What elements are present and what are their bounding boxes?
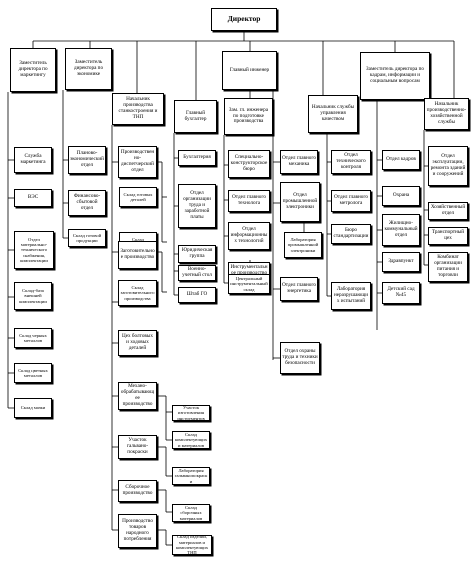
head-production-box[interactable]: Начальник производства станкостроения и … [112, 93, 164, 125]
energy-box[interactable]: Отдел промышленной электроники [280, 182, 320, 222]
sklad-zagot-box[interactable]: Склад заготовительного производства [118, 280, 157, 306]
sklad-bk-box[interactable]: Склад-база внешней комплектации [14, 282, 52, 310]
vus-box[interactable]: Военно-учетный стол [178, 265, 216, 281]
chief-engineer-box[interactable]: Главный инженер [222, 51, 277, 90]
otkk-box[interactable]: Отдел материально-технического снабжения… [14, 231, 54, 269]
kinder-box[interactable]: Детский сад №45 [382, 282, 420, 304]
deputy-hr-box[interactable]: Заместитель директора по кадрам, информа… [360, 52, 430, 100]
sklad-color-box[interactable]: Склад цветных металлов [14, 363, 52, 383]
otk-box[interactable]: Отдел технического контроля [331, 150, 371, 174]
shtab-box[interactable]: Штаб ГО [178, 287, 216, 303]
head-quality-box[interactable]: Начальник службы управления качеством [308, 95, 358, 133]
ogt-box[interactable]: Отдел главного технолога [228, 190, 270, 212]
metrolog-box[interactable]: Отдел главного метролога [331, 190, 371, 212]
sklad-parts-box[interactable]: Склад готовых деталей [119, 187, 157, 207]
head-aho-box[interactable]: Начальник производственно-хозяйственной … [424, 98, 469, 130]
food-box[interactable]: Комбинат организации питания и торговли [428, 252, 468, 282]
transport-box[interactable]: Транспортный цех [428, 227, 468, 245]
marketing-service-box[interactable]: Служба маркетинга [14, 147, 52, 173]
mech-box[interactable]: Механо-обрабатывающее производство [118, 382, 157, 410]
sklad-iz-box[interactable]: Склад сборочных материалов [172, 504, 210, 522]
lab-test-box[interactable]: Лаборатория неразрушающих испытаний [331, 282, 371, 310]
sborka-box[interactable]: Сборочное производство [118, 480, 157, 502]
deputy-economics-box[interactable]: Заместитель директора по экономике [65, 48, 112, 90]
jur-box[interactable]: Юридическая группа [178, 245, 216, 263]
health-box[interactable]: Здравпункт [382, 252, 420, 272]
skb-box[interactable]: Специально-конструкторское бюро [228, 150, 270, 178]
sklad-tovar-box[interactable]: Склад изделий, материалов и комплектующи… [172, 535, 212, 555]
tovar-box[interactable]: Производство товаров народного потреблен… [118, 514, 157, 548]
hoz-box[interactable]: Хозяйственный отдел [428, 202, 468, 220]
oit-box[interactable]: Отдел информационных технологий [228, 222, 270, 250]
oge-box[interactable]: Отдел главного энергетика [280, 277, 318, 301]
lab-gal-box[interactable]: Лаборатория гальванопокраски [172, 467, 210, 485]
ogm-box[interactable]: Отдел главного механика [280, 150, 318, 174]
ohrana-box[interactable]: Охрана [382, 186, 420, 206]
housing-box[interactable]: Жилищно-коммунальный отдел [382, 214, 420, 246]
pdo-box[interactable]: Производственно-диспетчерский отдел [118, 146, 157, 178]
sklad-metal-box[interactable]: Склад черных металлов [14, 328, 52, 348]
tool-sklad-box[interactable]: Центральный инструментальный склад [228, 274, 270, 294]
deputy-marketing-box[interactable]: Заместитель директора по маркетингу [10, 48, 56, 92]
kadr-box[interactable]: Отдел кадров [382, 150, 420, 170]
deputy-chief-engineer-box[interactable]: Зам. гл. инженера по подготовке производ… [224, 98, 273, 135]
uch-gal-box[interactable]: Участок гальвано-покраски [118, 435, 157, 459]
sklad-kompl-mech-box[interactable]: Склад комплектующих и материалов [172, 431, 210, 449]
sklad-wood-box[interactable]: Склад мазки [14, 398, 52, 418]
sklad-ready-box[interactable]: Склад готовой продукции [68, 229, 106, 247]
uch-ink-box[interactable]: Участок изготовления инструментов [172, 405, 210, 421]
director-box[interactable]: Директор [211, 8, 277, 31]
safety-box[interactable]: Отдел охраны труда и техники безопасност… [280, 342, 320, 374]
chief-accountant-box[interactable]: Главный бухгалтер [174, 100, 217, 133]
ceh-bolt-box[interactable]: Цех болтовых и ходовых деталей [118, 330, 157, 356]
peo-box[interactable]: Планово-экономический отдел [68, 146, 106, 174]
standard-box[interactable]: Бюро стандартизации [331, 224, 371, 244]
fin-box[interactable]: Финансово-сбытовой отдел [68, 190, 106, 216]
zagot-box[interactable]: Заготовительное производство [118, 241, 157, 269]
ves-box[interactable]: ВЭС [14, 189, 52, 207]
lab-energy-box[interactable]: Лаборатория промышленной электроники [284, 232, 322, 258]
otz-box[interactable]: Отдел организации труда и заработной пла… [178, 184, 216, 228]
oerz-box[interactable]: Отдел эксплуатации, ремонта зданий и соо… [428, 146, 468, 186]
buh-box[interactable]: Бухгалтерия [178, 150, 216, 166]
